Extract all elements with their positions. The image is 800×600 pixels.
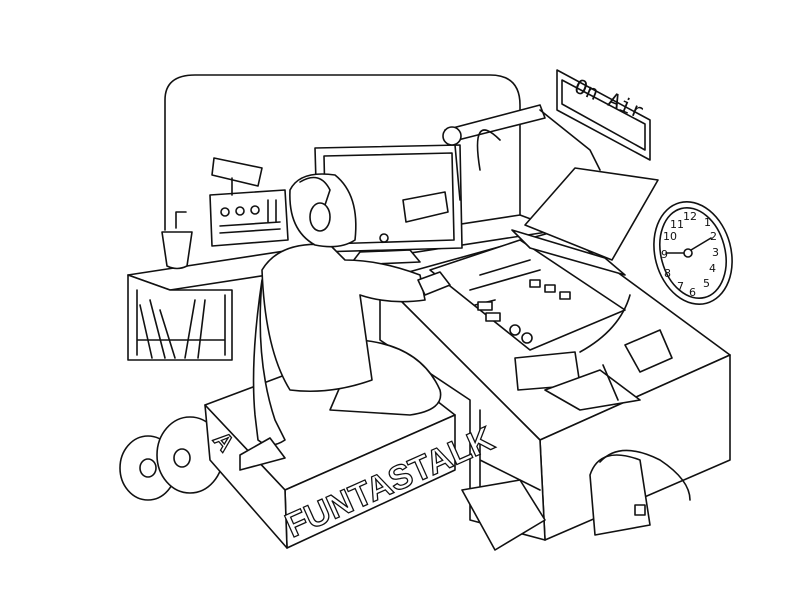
desk-items [514, 294, 691, 536]
clock-number: 8 [664, 267, 671, 280]
clock-number: 9 [661, 248, 668, 261]
clock-number: 12 [683, 210, 697, 223]
on-air-sign: On Air [556, 69, 651, 161]
clock-number: 2 [710, 230, 717, 243]
mixing-console [429, 167, 659, 351]
wall-clock: 12 1 2 3 4 5 6 7 8 9 10 11 [653, 201, 733, 305]
drink-cup [161, 211, 193, 270]
clock-number: 11 [670, 218, 684, 231]
person-with-headphones [239, 173, 451, 471]
clock-number: 10 [663, 230, 677, 243]
vinyl-records [119, 416, 224, 501]
clock-number: 3 [712, 246, 719, 259]
clock-number: 7 [677, 280, 684, 293]
clock-number: 6 [689, 286, 696, 299]
clock-number: 4 [709, 262, 716, 275]
microphone-arm [402, 104, 601, 223]
clock-number: 1 [704, 216, 711, 229]
clock-number: 5 [703, 277, 710, 290]
small-mixer [209, 157, 289, 247]
